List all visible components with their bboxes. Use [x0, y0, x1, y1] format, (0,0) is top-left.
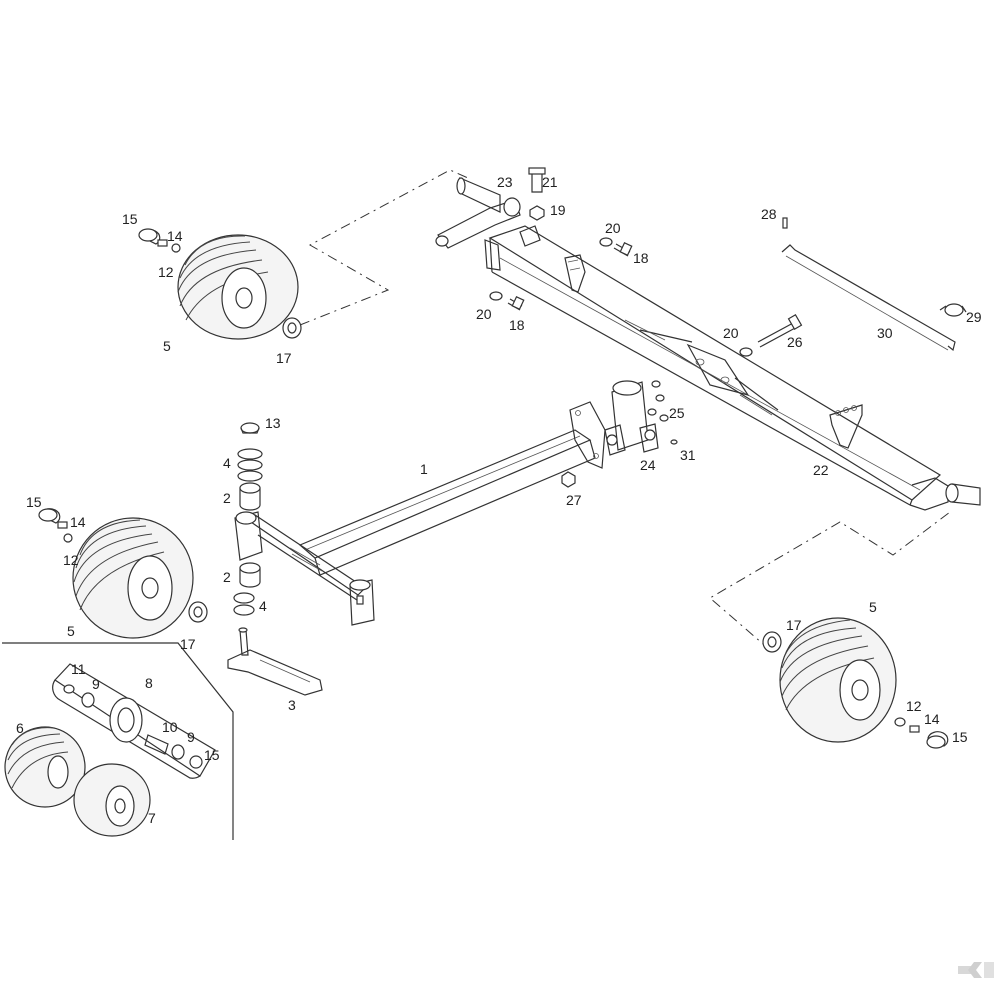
label-14: 14 [924, 711, 940, 727]
label-23: 23 [497, 174, 513, 190]
label-6: 6 [16, 720, 24, 736]
label-3: 3 [288, 697, 296, 713]
label-17: 17 [786, 617, 802, 633]
pivot-arm [435, 177, 521, 249]
brand-logo [958, 962, 994, 978]
part-labels: 1 2 2 3 4 4 5 5 5 6 7 8 9 9 10 11 12 12 … [16, 174, 982, 826]
bushing-stack [233, 422, 263, 616]
label-17: 17 [180, 636, 196, 652]
label-20: 20 [605, 220, 621, 236]
label-2: 2 [223, 569, 231, 585]
label-5: 5 [869, 599, 877, 615]
label-24: 24 [640, 457, 656, 473]
main-axle-beam [234, 401, 606, 626]
label-20: 20 [476, 306, 492, 322]
label-4: 4 [223, 455, 231, 471]
label-13: 13 [265, 415, 281, 431]
label-29: 29 [966, 309, 982, 325]
label-22: 22 [813, 462, 829, 478]
label-5: 5 [163, 338, 171, 354]
label-18: 18 [509, 317, 525, 333]
wheel-fork [227, 627, 323, 696]
label-7: 7 [148, 810, 156, 826]
label-9: 9 [92, 676, 100, 692]
label-12: 12 [63, 552, 79, 568]
label-21: 21 [542, 174, 558, 190]
label-12: 12 [158, 264, 174, 280]
label-8: 8 [145, 675, 153, 691]
label-19: 19 [550, 202, 566, 218]
label-20: 20 [723, 325, 739, 341]
upper-hardware [489, 167, 967, 357]
label-26: 26 [787, 334, 803, 350]
label-11: 11 [71, 661, 86, 677]
label-9: 9 [187, 729, 195, 745]
label-15: 15 [952, 729, 968, 745]
tyre-detail [4, 726, 151, 837]
label-17: 17 [276, 350, 292, 366]
wheel-top-left [138, 228, 302, 340]
label-30: 30 [877, 325, 893, 341]
label-12: 12 [906, 698, 922, 714]
hitch-bracket [561, 380, 678, 488]
label-5: 5 [67, 623, 75, 639]
label-25: 25 [669, 405, 685, 421]
label-15: 15 [122, 211, 138, 227]
label-14: 14 [167, 228, 183, 244]
wheel-bottom-right [762, 617, 949, 749]
label-15: 15 [26, 494, 42, 510]
hub-detail-capsule [52, 663, 216, 779]
label-2: 2 [223, 490, 231, 506]
label-28: 28 [761, 206, 777, 222]
detail-box [2, 642, 234, 840]
label-10: 10 [162, 719, 178, 735]
label-14: 14 [70, 514, 86, 530]
label-27: 27 [566, 492, 582, 508]
label-4: 4 [259, 598, 267, 614]
label-18: 18 [633, 250, 649, 266]
label-1: 1 [420, 461, 428, 477]
rear-frame [484, 225, 981, 511]
assembly-lines [299, 169, 951, 651]
label-15: 15 [204, 747, 220, 763]
label-31: 31 [680, 447, 696, 463]
wheel-middle-left [38, 508, 208, 639]
